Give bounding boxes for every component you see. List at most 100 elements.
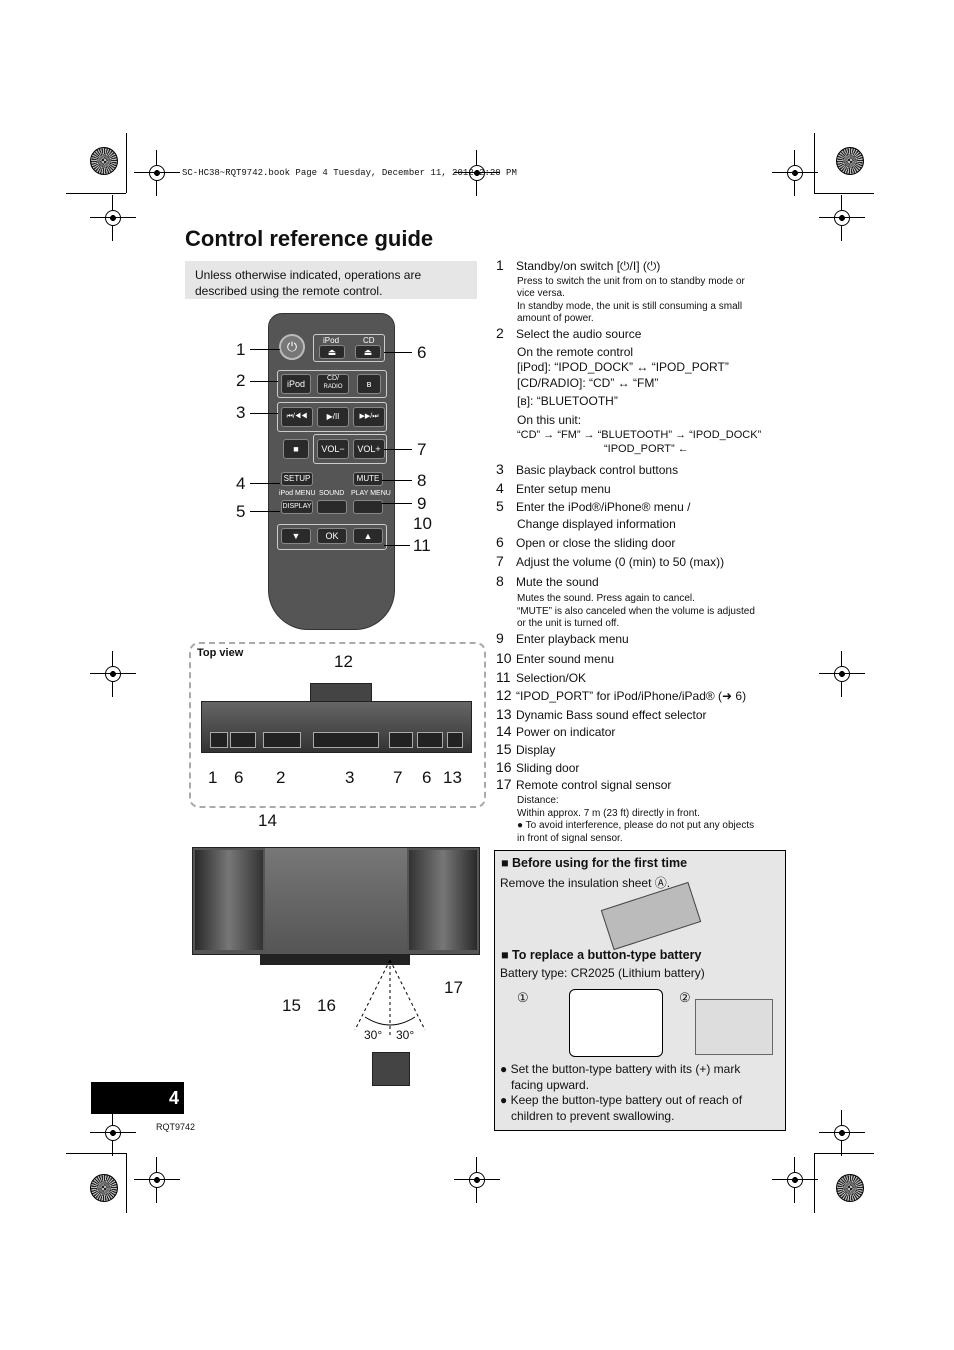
list-item-number: 10 <box>496 650 512 666</box>
angle-right-label: 30° <box>396 1028 415 1042</box>
list-item-text-2: Change displayed information <box>517 517 676 531</box>
sound-button[interactable] <box>317 500 347 514</box>
stop-button[interactable]: ■ <box>283 439 309 459</box>
skip-forward-button[interactable]: ▶▶/⏭ <box>353 407 385 427</box>
cd-eject-button[interactable]: ⏏ <box>355 345 381 359</box>
callout-15: 15 <box>282 996 301 1015</box>
ipod-eject-label: iPod <box>323 336 340 345</box>
right-speaker <box>409 850 477 950</box>
callout-5: 5 <box>236 502 246 521</box>
list-item-note: Press to switch the unit from on to stan… <box>517 276 745 287</box>
volume-up-button[interactable]: VOL+ <box>353 439 385 459</box>
unit-front-view <box>192 847 480 955</box>
callout-17: 17 <box>444 978 463 997</box>
ipod-button[interactable]: iPod <box>281 374 311 394</box>
replace-battery-heading: ■ To replace a button-type battery <box>501 948 702 962</box>
page-number: 4 <box>168 1088 179 1108</box>
unit-base <box>260 955 410 965</box>
list-item-number: 3 <box>496 461 504 477</box>
crop-mark <box>814 1153 815 1213</box>
list-item-text: “IPOD_PORT” for iPod/iPhone/iPad® (➜ 6) <box>516 689 747 703</box>
list-item-text: Enter playback menu <box>516 632 629 646</box>
list-item-note: “MUTE” is also canceled when the volume … <box>517 606 755 617</box>
list-item-detail: On the remote control <box>517 345 634 359</box>
registration-sunburst-bl <box>90 1174 118 1202</box>
top-callout-2: 2 <box>276 768 286 787</box>
first-use-text: Remove the insulation sheet Ⓐ. <box>500 876 671 890</box>
top-callout-6a: 6 <box>234 768 244 787</box>
bluetooth-button[interactable]: ʙ <box>357 374 381 394</box>
crop-mark <box>66 193 126 194</box>
sound-label: SOUND <box>319 490 345 497</box>
top-callout-1: 1 <box>208 768 218 787</box>
callout-8: 8 <box>417 471 427 490</box>
list-item-text: Sliding door <box>516 761 580 775</box>
ipod-eject-button[interactable]: ⏏ <box>319 345 345 359</box>
list-item-note: or the unit is turned off. <box>517 618 620 629</box>
cd-radio-label-2: RADIO <box>323 384 343 390</box>
down-button[interactable]: ▼ <box>281 528 311 544</box>
list-item-note: Distance: <box>517 795 559 806</box>
registration-sunburst-tr <box>836 147 864 175</box>
crosshair-mark <box>454 1157 500 1203</box>
list-item-text: Select the audio source <box>516 327 642 341</box>
list-item-text: Display <box>516 743 556 757</box>
list-item-number: 2 <box>496 325 504 341</box>
play-menu-button[interactable] <box>353 500 383 514</box>
callout-9: 9 <box>417 494 427 513</box>
list-item-number: 7 <box>496 553 504 569</box>
crosshair-mark <box>90 651 136 697</box>
list-item-detail: [ʙ]: “BLUETOOTH” <box>517 394 618 408</box>
callout-7: 7 <box>417 440 427 459</box>
list-item-number: 11 <box>496 669 511 685</box>
volume-down-button[interactable]: VOL− <box>317 439 349 459</box>
cd-radio-button[interactable]: CD/ RADIO <box>317 374 349 394</box>
list-item-number: 5 <box>496 498 504 514</box>
battery-type-text: Battery type: CR2025 (Lithium battery) <box>500 966 705 980</box>
cd-radio-label-1: CD/ <box>326 375 340 382</box>
skip-back-button[interactable]: ⏮/◀◀ <box>281 407 313 427</box>
crop-mark <box>126 133 127 193</box>
up-button[interactable]: ▲ <box>353 528 383 544</box>
callout-16: 16 <box>317 996 336 1015</box>
remote-icon-small <box>372 1052 410 1086</box>
first-use-heading: ■ Before using for the first time <box>501 856 688 870</box>
registration-sunburst-tl <box>90 147 118 175</box>
crosshair-mark <box>90 1110 136 1156</box>
list-item: 12“IPOD_PORT” for iPod/iPhone/iPad® (➜ 6… <box>496 688 746 703</box>
list-item-number: 1 <box>496 257 504 273</box>
list-item: 15 Display <box>496 742 555 757</box>
list-item: 16 Sliding door <box>496 760 579 775</box>
display-button[interactable]: DISPLAY <box>281 500 313 514</box>
top-callout-3: 3 <box>345 768 355 787</box>
list-item-number: 16 <box>496 759 512 775</box>
list-item-note: ● To avoid interference, please do not p… <box>517 820 755 831</box>
angle-left-label: 30° <box>364 1028 383 1042</box>
bullet-2-line-1: ● Keep the button-type battery out of re… <box>500 1093 743 1107</box>
list-item-text: Adjust the volume (0 (min) to 50 (max)) <box>516 555 725 569</box>
list-item-text: Remote control signal sensor <box>516 778 672 792</box>
mute-button[interactable]: MUTE <box>353 472 383 486</box>
play-pause-button[interactable]: ▶/II <box>317 407 349 427</box>
power-button[interactable]: ⏻ <box>279 334 305 360</box>
crosshair-mark <box>772 1157 818 1203</box>
remote-control: ⏻ iPod CD ⏏ ⏏ iPod CD/ RADIO ʙ ⏮/◀◀ ▶/II… <box>268 313 395 630</box>
crosshair-mark <box>819 1110 865 1156</box>
list-item: 7 Adjust the volume (0 (min) to 50 (max)) <box>496 554 724 569</box>
crosshair-mark <box>772 150 818 196</box>
list-item-text: Dynamic Bass sound effect selector <box>516 708 707 722</box>
signal-angle-diagram <box>354 959 426 1035</box>
battery-step-2-illustration <box>695 999 773 1055</box>
list-item-number: 15 <box>496 741 512 757</box>
step-2-marker: ② <box>679 990 691 1005</box>
list-item-text: Standby/on switch [⏻/I] (⏻) <box>516 259 661 273</box>
ok-button[interactable]: OK <box>317 528 347 544</box>
setup-button[interactable]: SETUP <box>281 472 313 486</box>
